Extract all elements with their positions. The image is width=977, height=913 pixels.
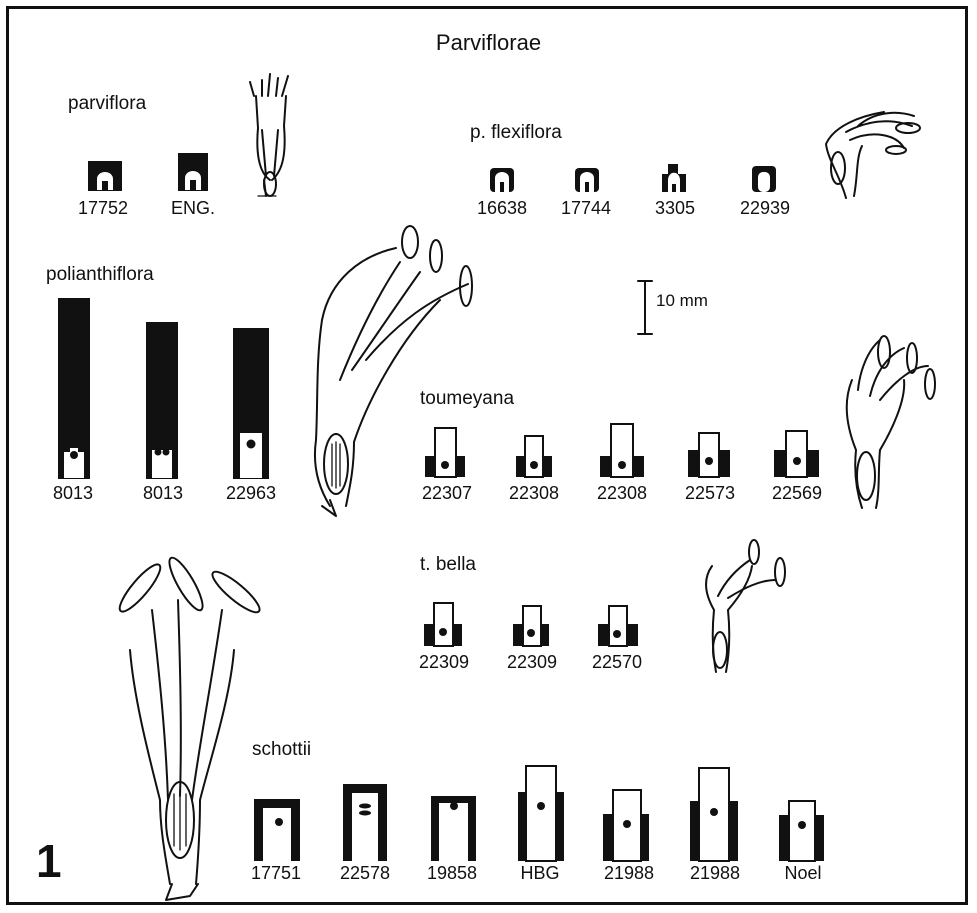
cross-section-schottii-21988b <box>690 768 738 861</box>
cross-section-t-bella-22309a <box>424 603 462 646</box>
flower-illustration-schottii <box>115 554 265 900</box>
cross-section-t-bella-22309b <box>513 606 549 646</box>
cross-section-schottii-22578 <box>343 784 387 861</box>
cross-section-toumeyana-22308b <box>600 424 644 477</box>
cross-section-schottii-noel <box>779 801 824 861</box>
cross-section-t-bella-22570 <box>598 606 638 646</box>
flower-illustration-t-bella <box>706 540 785 672</box>
cross-section-schottii-hbg <box>518 766 564 861</box>
cross-section-polianthiflora-8013a <box>58 298 90 479</box>
cross-section-schottii-17751 <box>254 799 300 861</box>
flower-illustration-toumeyana <box>847 336 935 508</box>
cross-section-toumeyana-22307 <box>425 428 465 477</box>
cross-section-parviflora-eng <box>178 153 208 191</box>
cross-section-toumeyana-22308a <box>516 436 552 477</box>
cross-section-p-flexiflora-3305 <box>662 164 686 192</box>
flower-illustration-parviflora <box>250 74 288 196</box>
cross-section-p-flexiflora-22939 <box>752 166 776 192</box>
scale-bar <box>638 281 652 334</box>
cross-section-polianthiflora-22963 <box>233 328 269 479</box>
cross-section-p-flexiflora-16638 <box>490 168 514 192</box>
cross-section-toumeyana-22569 <box>774 431 819 477</box>
cross-section-parviflora-17752 <box>88 161 122 191</box>
cross-section-schottii-21988a <box>603 790 649 861</box>
cross-section-polianthiflora-8013b <box>146 322 178 479</box>
flower-illustration-p-flexiflora <box>826 112 920 198</box>
cross-section-schottii-19858 <box>431 796 476 861</box>
cross-section-toumeyana-22573 <box>688 433 730 477</box>
cross-section-p-flexiflora-17744 <box>575 168 599 192</box>
